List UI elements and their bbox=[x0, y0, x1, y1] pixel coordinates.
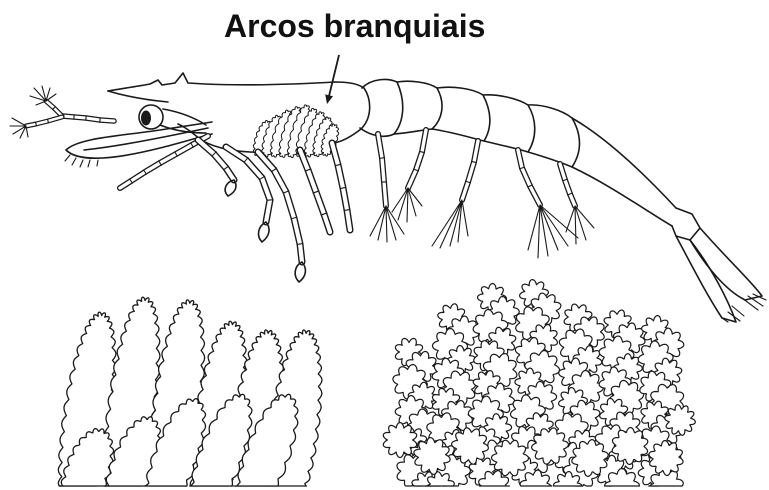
pleopod-3-bristles bbox=[432, 200, 468, 248]
gill-arches-label: Arcos branquiais bbox=[224, 7, 485, 45]
leg-5 bbox=[332, 143, 351, 230]
antennule-shaft-joint bbox=[100, 117, 101, 122]
tail-bristles bbox=[722, 294, 766, 322]
pleopod-5-bristles bbox=[566, 206, 594, 244]
antennule-upper-fan bbox=[30, 86, 56, 105]
antennule-branch-upper bbox=[46, 101, 62, 116]
antennule-branch-lower-fill bbox=[26, 117, 62, 126]
antenna-flagellum bbox=[120, 136, 208, 188]
leg-3-fill bbox=[258, 152, 302, 262]
pleopod-5-fill bbox=[560, 164, 575, 206]
antennule-branch-lower bbox=[26, 117, 62, 126]
leg-3 bbox=[258, 152, 303, 262]
pleopod-4-bristles bbox=[528, 205, 578, 258]
pleopod-2 bbox=[408, 130, 426, 188]
leg-2-claw bbox=[259, 222, 270, 242]
gill-closeup-left bbox=[58, 297, 322, 486]
antennule-shaft bbox=[62, 114, 114, 122]
pleopod-5 bbox=[560, 164, 575, 206]
tail-joint bbox=[672, 208, 700, 240]
pleopod-3 bbox=[462, 141, 478, 200]
antenna-flagellum-fill bbox=[120, 136, 208, 188]
uropod-lower bbox=[676, 236, 736, 322]
pleopod-1 bbox=[378, 134, 387, 206]
antennule-lower-fan bbox=[10, 118, 28, 138]
arrow-shaft bbox=[329, 55, 339, 96]
leg-5-fill bbox=[332, 143, 350, 230]
right-gill-lump bbox=[383, 423, 416, 458]
gill-closeup-right bbox=[383, 280, 695, 486]
pleopod-3-fill bbox=[462, 141, 478, 200]
gill-cluster-on-carapace bbox=[253, 105, 338, 158]
leg-4 bbox=[300, 150, 330, 232]
pleopod-2-bristles bbox=[392, 188, 422, 222]
arrow-head bbox=[325, 94, 333, 104]
leg-2-joint bbox=[267, 200, 274, 201]
antennule-shaft-joint bbox=[86, 115, 87, 120]
leg-3-outline bbox=[258, 152, 302, 262]
label-arrow bbox=[325, 55, 339, 104]
eye-pupil bbox=[141, 111, 151, 126]
leg-4-fill bbox=[300, 150, 330, 232]
pleopod-4 bbox=[518, 150, 540, 205]
antennal-scale bbox=[66, 122, 212, 158]
rostrum-lower-edge bbox=[108, 91, 168, 102]
uropod-upper bbox=[690, 228, 762, 300]
pleopod-1-bristles bbox=[370, 206, 404, 242]
